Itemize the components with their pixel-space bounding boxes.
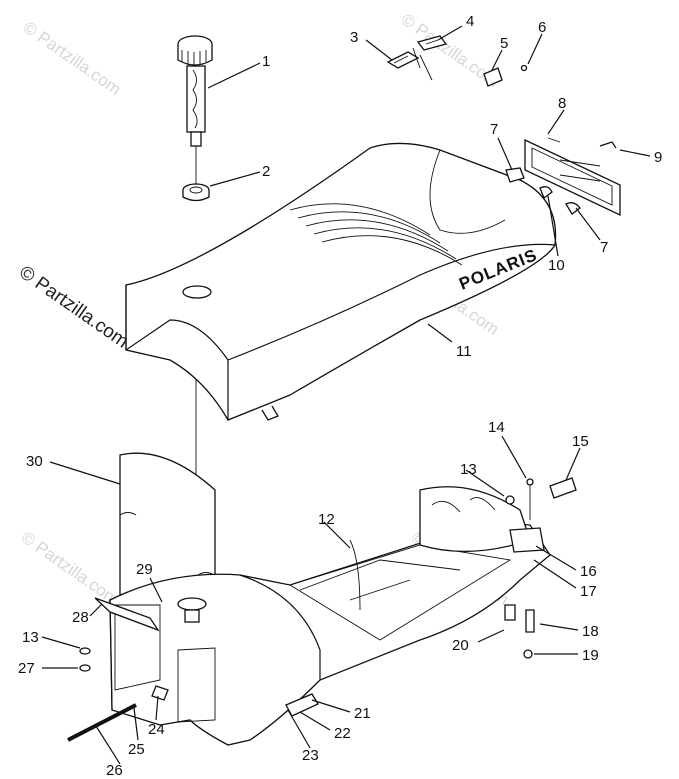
callout-27: 27 [18, 660, 35, 677]
taillight-parts [505, 137, 621, 217]
hardware-parts [67, 477, 577, 742]
callout-29: 29 [136, 561, 153, 578]
callout-25: 25 [128, 741, 145, 758]
callout-5: 5 [500, 35, 508, 52]
leader-lines [41, 25, 651, 765]
tank-shield-part [119, 452, 216, 596]
watermark-bottom-left: © Partzilla.com [18, 528, 123, 609]
callout-1: 1 [262, 53, 270, 70]
callout-15: 15 [572, 433, 589, 450]
callout-labels: 1 2 3 4 5 6 7 7 8 9 10 11 12 13 13 14 15… [18, 13, 662, 779]
callout-30: 30 [26, 453, 43, 470]
callout-2: 2 [262, 163, 270, 180]
callout-6: 6 [538, 19, 546, 36]
callout-7-bottom: 7 [600, 239, 608, 256]
callout-4: 4 [466, 13, 474, 30]
callout-11: 11 [456, 343, 472, 360]
callout-22: 22 [334, 725, 351, 742]
watermark-top-left: © Partzilla.com [20, 18, 125, 99]
callout-23: 23 [302, 747, 319, 764]
chassis-part [109, 486, 551, 746]
callout-21: 21 [354, 705, 371, 722]
callout-16: 16 [580, 563, 597, 580]
callout-8: 8 [558, 95, 566, 112]
callout-7-top: 7 [490, 121, 498, 138]
seat-part: POLARIS [125, 142, 557, 421]
callout-14: 14 [488, 419, 505, 436]
watermark-dark: © Partzilla.com [15, 262, 132, 353]
callout-13-left: 13 [22, 629, 39, 646]
callout-18: 18 [582, 623, 599, 640]
callout-17: 17 [580, 583, 597, 600]
callout-10: 10 [548, 257, 565, 274]
callout-24: 24 [148, 721, 165, 738]
callout-9: 9 [654, 149, 662, 166]
callout-28: 28 [72, 609, 89, 626]
grommet-part [182, 183, 210, 202]
callout-20: 20 [452, 637, 469, 654]
fuel-cap-part [177, 35, 213, 147]
callout-13-right: 13 [460, 461, 477, 478]
callout-3: 3 [350, 29, 358, 46]
callout-12: 12 [318, 511, 335, 528]
callout-26: 26 [106, 762, 123, 779]
callout-19: 19 [582, 647, 599, 664]
